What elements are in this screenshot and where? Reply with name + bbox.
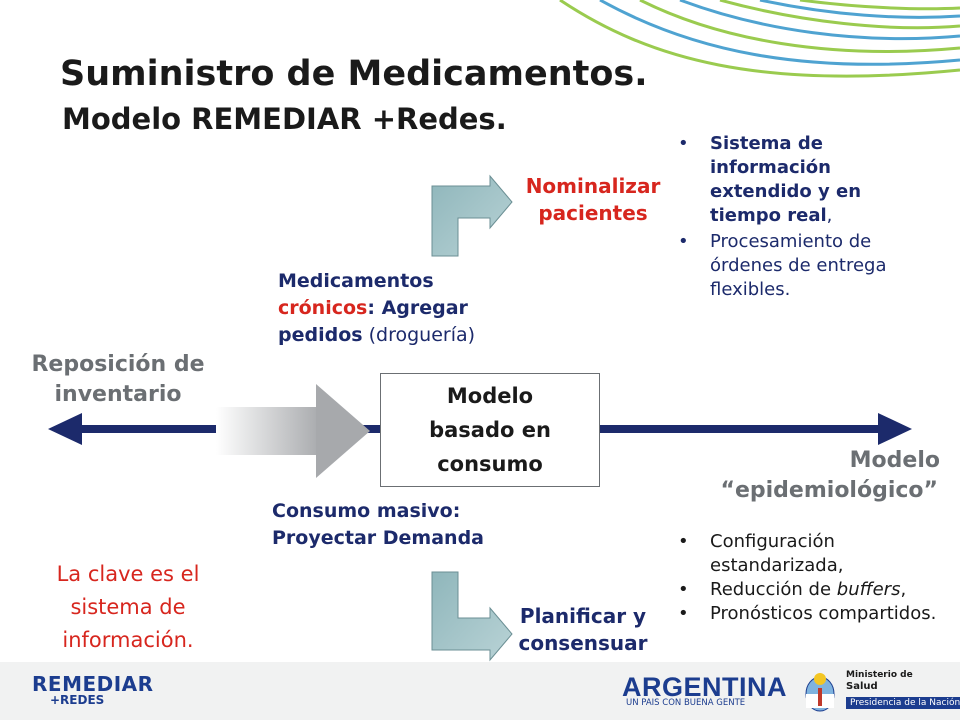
bullet-bold-text: Sistema de información extendido y en ti…: [710, 133, 862, 226]
list-item: • Sistema de información extendido y en …: [678, 133, 862, 226]
lower-bullet-list: • Configuración estandarizada, • Reducci…: [678, 530, 958, 626]
text-line: Modelo: [849, 448, 940, 473]
argentina-logo: ARGENTINA UN PAIS CON BUENA GENTE: [622, 672, 792, 712]
nominalizar-label: Nominalizar pacientes: [525, 174, 661, 225]
text-line: Medicamentos: [278, 270, 434, 292]
coat-of-arms-icon: [805, 673, 835, 712]
ministry-logo: Ministerio de Salud Presidencia de la Na…: [798, 670, 960, 714]
text-line: Proyectar Demanda: [272, 527, 484, 549]
logo-text: Salud: [846, 681, 878, 692]
bullet-text: Pronósticos compartidos.: [710, 603, 937, 624]
text-line: : Agregar: [367, 297, 468, 319]
text-line: “epidemiológico”: [720, 478, 938, 503]
upper-bullet-list: • Sistema de información extendido y en …: [678, 132, 938, 304]
bullet-text: ,: [900, 579, 907, 600]
logo-text: UN PAIS CON BUENA GENTE: [626, 698, 746, 708]
key-message: La clave es el sistema de información.: [56, 562, 200, 652]
epidemiological-model-label: Modelo “epidemiológico”: [670, 446, 940, 506]
inventory-replenishment-label: Reposición de inventario: [31, 352, 205, 407]
down-bent-arrow: [431, 571, 513, 662]
slide-subtitle: Modelo REMEDIAR +Redes.: [62, 102, 507, 136]
consumption-model-box: Modelo basado en consumo: [380, 373, 600, 487]
logo-text: Presidencia de la Nación: [846, 697, 960, 709]
highlight-text: crónicos: [278, 297, 368, 319]
logo-text: +REDES: [50, 693, 105, 707]
bullet-text: ,: [826, 205, 833, 226]
box-label: Modelo basado en consumo: [429, 384, 551, 476]
remediar-logo: REMEDIAR +REDES: [32, 672, 172, 712]
footer-band: [0, 662, 960, 720]
push-arrow: [216, 384, 370, 478]
logo-text: Ministerio de: [846, 670, 913, 680]
bullet-italic-text: buffers: [836, 579, 901, 600]
slide-title: Suministro de Medicamentos.: [60, 54, 648, 94]
chronic-medications-text: Medicamentos crónicos: Agregar pedidos (…: [278, 268, 538, 349]
text-line: (droguería): [362, 324, 476, 346]
list-item: • Procesamiento de órdenes de entrega fl…: [678, 231, 887, 300]
logo-text: REMEDIAR: [32, 672, 154, 696]
list-item: • Pronósticos compartidos.: [678, 603, 937, 624]
bullet-text: Procesamiento de órdenes de entrega flex…: [710, 231, 887, 300]
list-item: • Reducción de buffers,: [678, 579, 907, 600]
text-line: Consumo masivo:: [272, 500, 461, 522]
logo-text: ARGENTINA: [622, 672, 787, 702]
planificar-label: Planificar y consensuar: [518, 604, 648, 655]
bullet-text: Configuración estandarizada,: [710, 531, 844, 576]
up-bent-arrow: [431, 174, 513, 257]
decorative-swirl: [559, 0, 960, 78]
list-item: • Configuración estandarizada,: [678, 531, 844, 576]
mass-consumption-text: Consumo masivo: Proyectar Demanda: [272, 498, 562, 552]
text-line: pedidos: [278, 324, 363, 346]
bullet-text: Reducción de: [710, 579, 837, 600]
